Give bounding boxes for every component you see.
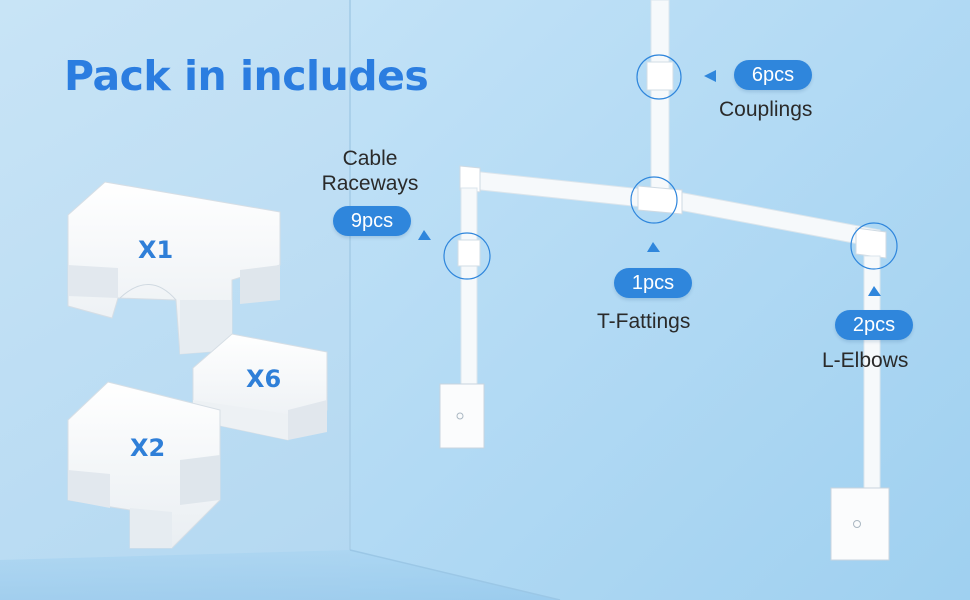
t-fittings-caption: T-Fattings [597, 310, 691, 333]
l-elbow-highlight-circle [850, 222, 898, 270]
l-elbow-quantity-label: X2 [130, 434, 166, 462]
l-elbows-count-badge: 2pcs [835, 310, 913, 340]
couplings-count-badge: 6pcs [734, 60, 812, 90]
raceways-count-badge: 9pcs [333, 206, 411, 236]
raceway-highlight-circle [443, 232, 491, 280]
page-title: Pack in includes [64, 52, 429, 100]
t-fitting-pointer-icon [647, 242, 660, 252]
couplings-caption: Couplings [719, 98, 813, 121]
t-fitting-piece [67, 181, 281, 355]
t-fitting-quantity-label: X1 [138, 236, 174, 264]
raceways-caption: Cable Raceways [310, 146, 430, 196]
t-fitting-highlight-circle [630, 176, 678, 224]
raceways-caption-line2: Raceways [321, 172, 419, 195]
coupling-pointer-icon [704, 70, 716, 82]
l-elbow-piece [67, 381, 221, 549]
coupling-highlight-circle [636, 54, 682, 100]
l-elbows-caption: L-Elbows [822, 349, 909, 372]
raceways-caption-line1: Cable [342, 147, 398, 170]
coupling-quantity-label: X6 [246, 365, 282, 393]
t-fittings-count-badge: 1pcs [614, 268, 692, 298]
l-elbow-pointer-icon [868, 286, 881, 296]
raceway-pointer-icon [418, 230, 431, 240]
